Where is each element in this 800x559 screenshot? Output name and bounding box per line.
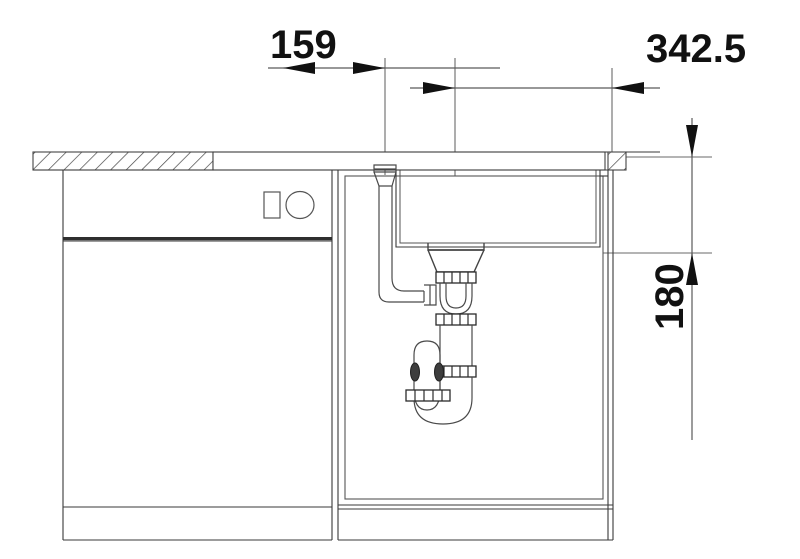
arrowhead-180-top [686, 125, 698, 157]
countertop-group [32, 151, 660, 171]
trap-cup-inner [445, 283, 467, 309]
arrowhead-159-left [283, 62, 315, 74]
arrowhead-342-right [612, 82, 644, 94]
control-rectangle[interactable] [263, 191, 281, 219]
dimension-group-vertical [585, 118, 712, 440]
right-cabinet-group [337, 170, 614, 541]
cleanout-cap-top [413, 340, 441, 356]
overflow-pipe-group [373, 164, 437, 306]
cleanout-boss-right [434, 362, 444, 382]
arrowhead-342-left [423, 82, 455, 94]
drain-band-4 [405, 389, 451, 402]
utrap-outer-curve [413, 397, 473, 425]
overflow-elbow-outer [378, 291, 424, 303]
siphon-group [405, 325, 477, 425]
right-cabinet-door-panel [344, 175, 604, 500]
dimension-group-horizontal [268, 58, 660, 300]
arrowhead-159-right [353, 62, 385, 74]
left-cabinet-drawer-band [63, 237, 332, 241]
cleanout-boss-left [410, 362, 420, 382]
overflow-elbow-inner [391, 277, 424, 292]
dimension-label-159: 159 [270, 23, 337, 67]
arrowhead-180-bottom [686, 253, 698, 285]
dimension-label-180: 180 [648, 263, 692, 330]
drain-band-1 [435, 271, 477, 284]
overflow-junction-box [424, 284, 437, 306]
sink-basin-outline [395, 170, 601, 248]
dimension-label-342: 342.5 [646, 27, 746, 71]
drain-strainer-group [427, 243, 485, 326]
countertop-right-end [607, 151, 627, 171]
left-cabinet-group [62, 170, 333, 541]
control-circle[interactable] [285, 190, 315, 220]
countertop-slab [212, 151, 606, 171]
countertop-hatched-section [32, 151, 214, 171]
overflow-funnel [373, 171, 397, 187]
sink-basin-inner-line [399, 170, 597, 244]
sink-basin-group [395, 169, 608, 248]
drain-band-2 [435, 313, 477, 326]
